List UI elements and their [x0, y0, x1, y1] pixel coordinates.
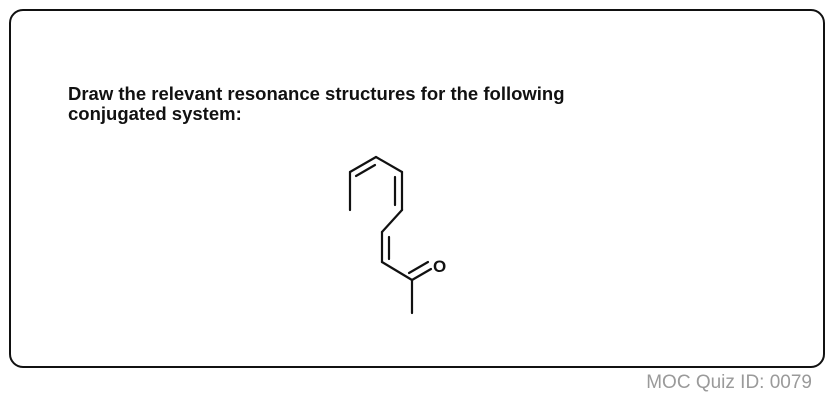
question-line-2: conjugated system: — [68, 103, 242, 124]
bond-single-3 — [380, 260, 414, 282]
oxygen-atom-label: O — [433, 257, 446, 276]
question-text: Draw the relevant resonance structures f… — [68, 84, 708, 124]
conjugated-ketone-structure: O — [348, 155, 446, 315]
quiz-card — [9, 9, 825, 368]
bond-carbonyl — [410, 267, 433, 282]
bond-single-1 — [374, 155, 404, 174]
bond-carbonyl-inner — [407, 260, 430, 275]
question-line-1: Draw the relevant resonance structures f… — [68, 83, 565, 104]
quiz-id-label: MOC Quiz ID: 0079 — [646, 372, 812, 393]
bond-single-2 — [380, 208, 404, 234]
bond-double-1 — [348, 155, 378, 174]
bond-double-1-inner — [354, 163, 377, 178]
